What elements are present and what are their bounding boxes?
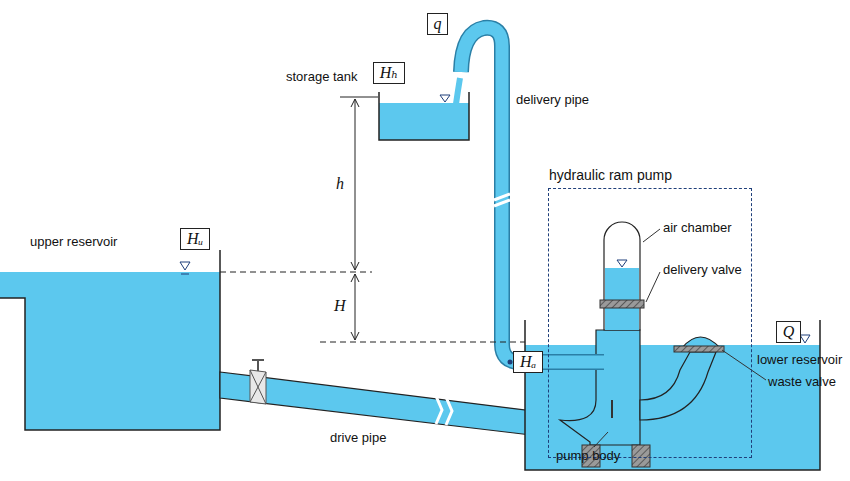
head-box: Hᵤ [180, 228, 210, 250]
symbol-label: Hᵤ [186, 230, 204, 248]
part-label: delivery pipe [516, 92, 589, 107]
upper-reservoir [0, 250, 220, 430]
symbol-label: Hₐ [519, 353, 537, 371]
part-label: delivery valve [663, 262, 742, 277]
pump-body [560, 330, 724, 467]
part-label: waste valve [768, 374, 836, 389]
lower-reservoir [525, 320, 820, 470]
delivery-pipe [456, 28, 604, 365]
symbol-label: q [433, 15, 442, 33]
head-box: Hₐ [513, 351, 543, 373]
part-label: upper reservoir [30, 234, 117, 249]
part-label: pump body [556, 448, 620, 463]
region-heading: hydraulic ram pump [549, 167, 751, 183]
dimension-label: H [334, 298, 346, 313]
head-box: Hₕ [373, 62, 405, 84]
part-label: storage tank [286, 69, 358, 84]
part-label: lower reservoir [757, 352, 842, 367]
dimension-label: h [336, 176, 344, 191]
storage-tank [379, 92, 469, 140]
air-chamber [594, 222, 766, 447]
dimension-lines [220, 97, 525, 342]
flow-rate-box: q [427, 13, 448, 35]
symbol-label: Q [782, 323, 795, 341]
symbol-label: Hₕ [379, 64, 399, 82]
part-label: air chamber [663, 220, 732, 235]
flow-rate-box: Q [776, 321, 801, 343]
part-label: drive pipe [330, 430, 386, 445]
